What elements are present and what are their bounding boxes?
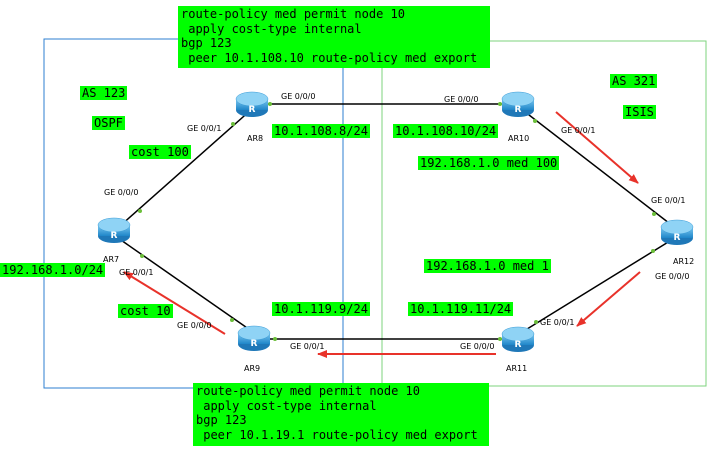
svg-text:R: R xyxy=(515,105,522,115)
svg-text:R: R xyxy=(111,231,118,241)
router-name-ar7: AR7 xyxy=(103,255,120,264)
port-label-ar7-g0: GE 0/0/0 xyxy=(104,188,139,197)
cost-label-bottom: cost 10 xyxy=(118,304,173,318)
router-name-ar10: AR10 xyxy=(508,134,530,143)
med-label-bottom: 192.168.1.0 med 1 xyxy=(424,259,551,273)
config-box-bottom: route-policy med permit node 10 apply co… xyxy=(193,383,489,446)
port-label-ar12-g1: GE 0/0/1 xyxy=(651,196,686,205)
config-line: apply cost-type internal xyxy=(181,21,362,36)
port-label-ar11-g1: GE 0/0/1 xyxy=(540,318,575,327)
router-icon[interactable]: R xyxy=(237,324,271,352)
link-ar10-ar12 xyxy=(519,107,679,231)
svg-text:R: R xyxy=(515,340,522,350)
port-label-ar12-g0: GE 0/0/0 xyxy=(655,272,690,281)
port-label-ar8-g1: GE 0/0/1 xyxy=(187,124,222,133)
port-label-ar10-g1: GE 0/0/1 xyxy=(561,126,596,135)
router-icon[interactable]: R xyxy=(235,90,269,118)
port-label-ar8-g0: GE 0/0/0 xyxy=(281,92,316,101)
router-name-ar11: AR11 xyxy=(506,364,528,373)
port-label-ar9-g1: GE 0/0/1 xyxy=(290,342,325,351)
link-ar11-ar12 xyxy=(518,235,679,335)
svg-text:R: R xyxy=(249,105,256,115)
port-label-ar9-g0: GE 0/0/0 xyxy=(177,321,212,330)
config-line: bgp 123 xyxy=(196,413,247,427)
link-ar7-ar8 xyxy=(119,108,253,227)
prefix-label: 192.168.1.0/24 xyxy=(0,263,106,277)
arrow-ar10-to-ar12 xyxy=(555,111,639,184)
router-name-ar12: AR12 xyxy=(673,257,695,266)
protocol-label-left: OSPF xyxy=(92,116,125,130)
router-name-ar8: AR8 xyxy=(247,134,264,143)
config-line: route-policy med permit node 10 xyxy=(181,7,405,21)
protocol-label-right: ISIS xyxy=(623,105,656,119)
interface-dots xyxy=(138,102,656,341)
link-ar7-ar9 xyxy=(117,237,254,333)
config-line: peer 10.1.108.10 route-policy med export xyxy=(181,50,478,65)
svg-text:R: R xyxy=(674,233,681,243)
port-label-ar7-g1: GE 0/0/1 xyxy=(119,268,154,277)
router-icon[interactable]: R xyxy=(660,218,694,246)
router-icon[interactable]: R xyxy=(501,90,535,118)
router-icon[interactable]: R xyxy=(97,216,131,244)
ip-label-ar11: 10.1.119.11/24 xyxy=(408,302,514,316)
svg-text:R: R xyxy=(251,339,258,349)
config-line: bgp 123 xyxy=(181,36,232,50)
med-label-top: 192.168.1.0 med 100 xyxy=(418,156,560,170)
config-line: apply cost-type internal xyxy=(196,398,377,413)
ip-label-ar9: 10.1.119.9/24 xyxy=(272,302,370,316)
port-label-ar11-g0: GE 0/0/0 xyxy=(460,342,495,351)
as-label-right: AS 321 xyxy=(610,74,658,88)
config-box-top: route-policy med permit node 10 apply co… xyxy=(178,6,490,68)
as-label-left: AS 123 xyxy=(80,86,128,100)
router-name-ar9: AR9 xyxy=(244,364,261,373)
ip-label-ar10: 10.1.108.10/24 xyxy=(393,124,499,138)
config-line: peer 10.1.19.1 route-policy med export xyxy=(196,427,478,442)
arrow-ar9-to-ar7 xyxy=(123,271,226,335)
arrow-ar12-to-ar11 xyxy=(576,271,641,327)
ip-label-ar8: 10.1.108.8/24 xyxy=(272,124,370,138)
as-region-right xyxy=(381,40,707,387)
cost-label-top: cost 100 xyxy=(129,145,191,159)
port-label-ar10-g0: GE 0/0/0 xyxy=(444,95,479,104)
config-line: route-policy med permit node 10 xyxy=(196,384,420,398)
router-icon[interactable]: R xyxy=(501,325,535,353)
